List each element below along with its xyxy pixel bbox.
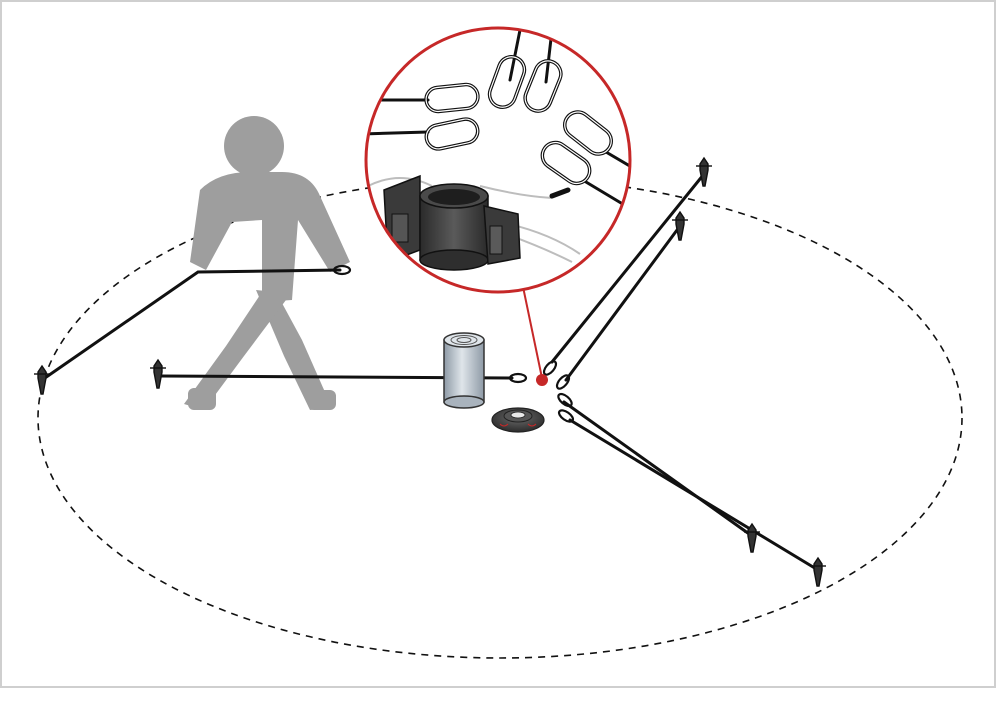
rope-lower-right-a: [562, 400, 754, 538]
callout-anchor-dot: [536, 374, 548, 386]
center-hub-icon: [491, 407, 545, 433]
pole-clamp-icon: [383, 174, 571, 271]
person-walking-icon: [184, 116, 350, 410]
rope-left-upper: [40, 268, 342, 382]
guy-ropes: [40, 172, 820, 572]
rope-upper-right-b: [564, 224, 682, 382]
rope-loops: [332, 264, 575, 423]
tent-stake-icon: [744, 522, 760, 553]
callout-leader-line: [521, 281, 543, 379]
rope-roll-icon: [443, 332, 485, 409]
tent-stake-icon: [150, 358, 166, 389]
tent-stake-icon: [672, 210, 688, 241]
rope-lower-right-b: [568, 418, 820, 572]
tent-stakes: [34, 156, 826, 587]
tent-stake-icon: [810, 556, 826, 587]
tent-stake-icon: [34, 364, 50, 395]
magnifier-callout-icon: [364, 26, 632, 294]
rope-upper-right-a: [550, 172, 706, 364]
tent-stake-icon: [696, 156, 712, 187]
